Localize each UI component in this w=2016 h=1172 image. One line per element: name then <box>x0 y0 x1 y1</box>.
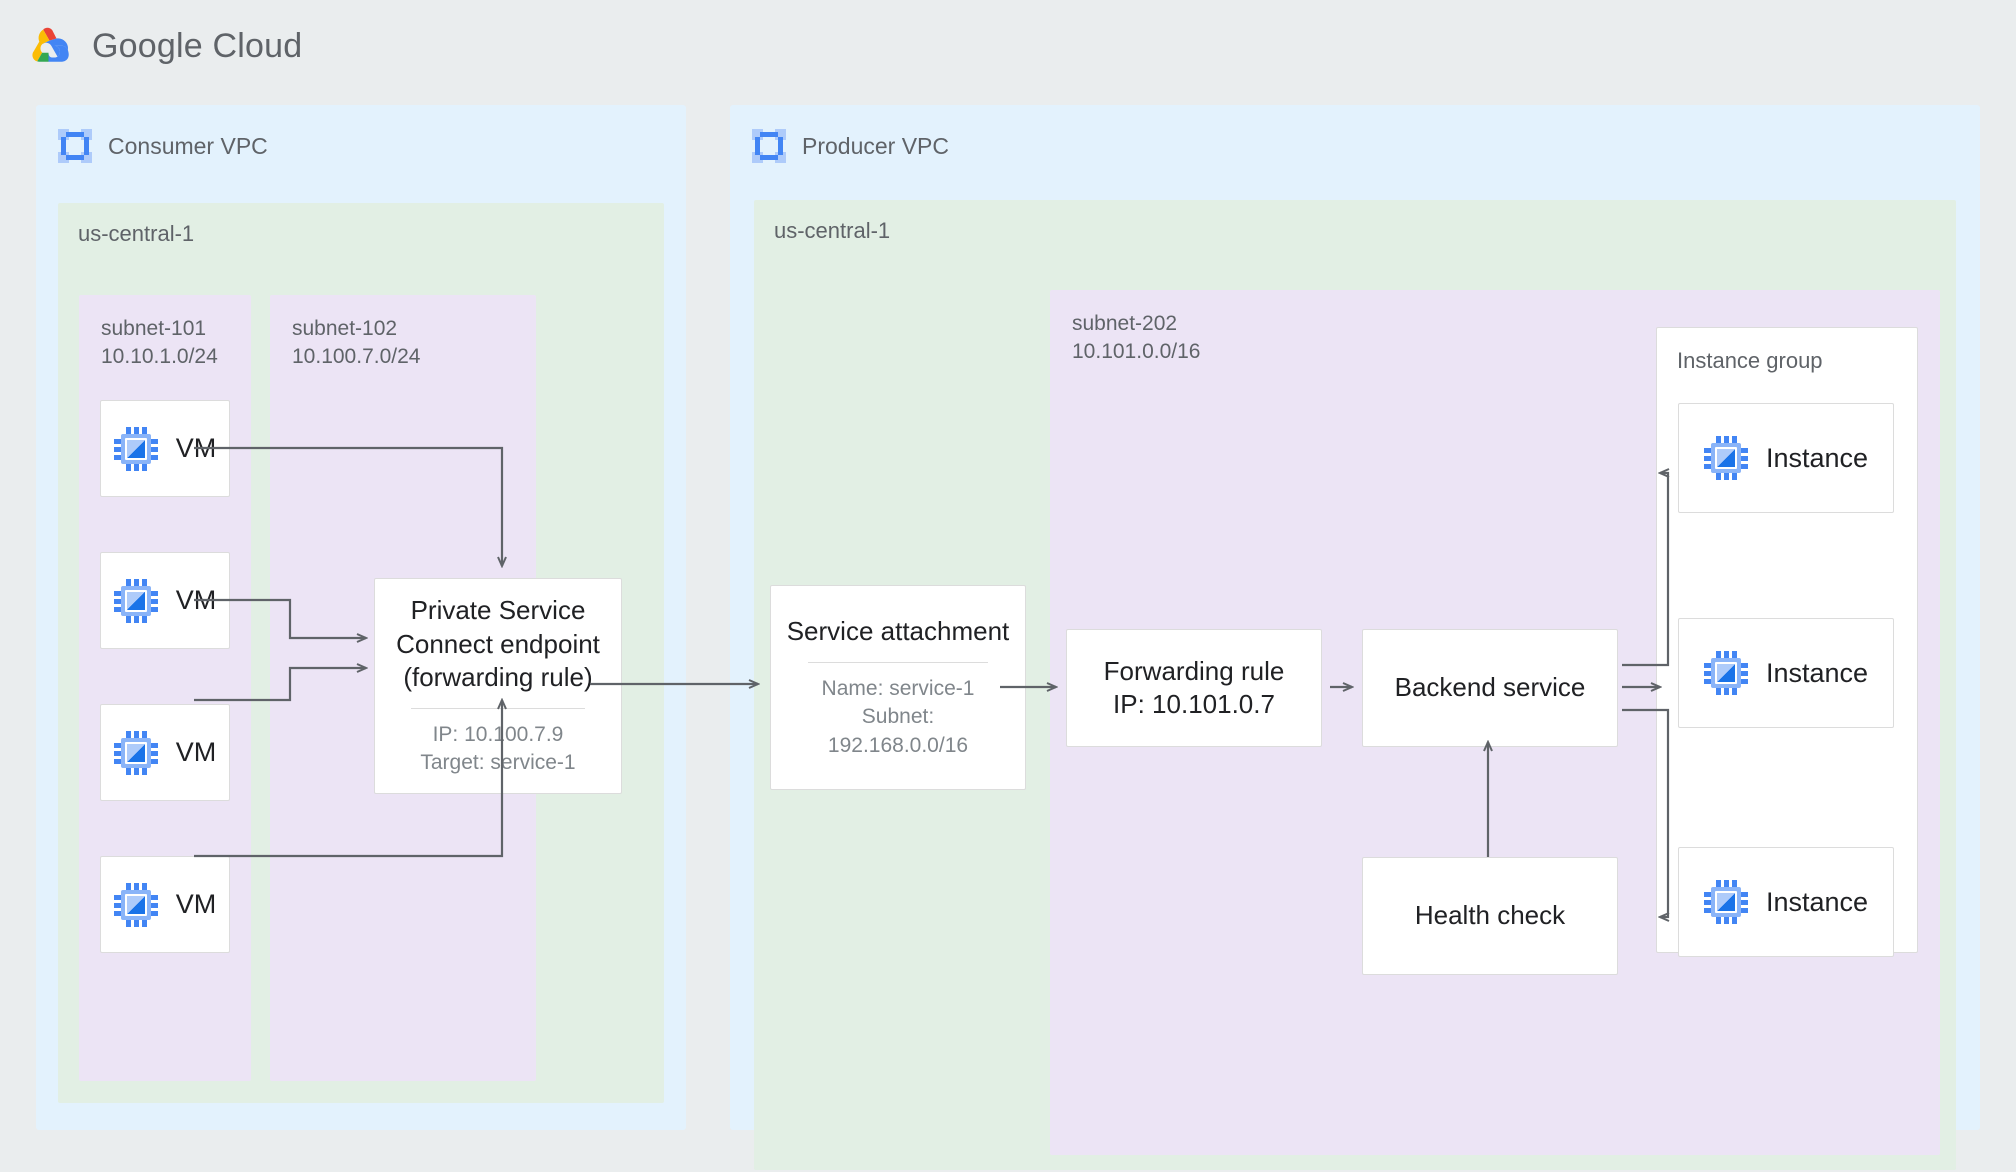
vm-node-2-label: VM <box>175 585 217 615</box>
health-check-title: Health check <box>1414 900 1566 931</box>
instance-node-2-label: Instance <box>1765 657 1869 688</box>
google-cloud-logo-icon <box>28 24 74 68</box>
brand-name: Google Cloud <box>92 26 303 65</box>
producer-vpc-header: Producer VPC <box>752 129 949 163</box>
instance-node-1-label: Instance <box>1765 442 1869 473</box>
instance-node-3-label: Instance <box>1765 886 1869 917</box>
health-check-node[interactable]: Health check <box>1362 857 1618 975</box>
subnet-202-label: subnet-202 10.101.0.0/16 <box>1072 312 1201 363</box>
psc-endpoint-title: Private Service Connect endpoint (forwar… <box>396 595 600 692</box>
backend-service-node[interactable]: Backend service <box>1362 629 1618 747</box>
vm-chip-icon <box>113 578 158 623</box>
forwarding-rule-node[interactable]: Forwarding rule IP: 10.101.0.7 <box>1066 629 1322 747</box>
psc-endpoint-details: IP: 10.100.7.9 Target: service-1 <box>420 723 576 775</box>
subnet-101-label: subnet-101 10.10.1.0/24 <box>101 317 218 368</box>
vm-node-1[interactable]: VM <box>100 400 230 497</box>
vm-node-4-label: VM <box>175 889 217 919</box>
backend-service-title: Backend service <box>1394 672 1586 703</box>
service-attachment-node[interactable]: Service attachment Name: service-1 Subne… <box>770 585 1026 790</box>
vm-chip-icon <box>113 882 158 927</box>
vpc-icon <box>58 129 92 163</box>
service-attachment-details: Name: service-1 Subnet: 192.168.0.0/16 <box>821 677 975 757</box>
consumer-vpc-container: Consumer VPC us-central-1 subnet-101 10.… <box>36 105 686 1130</box>
forwarding-rule-title: Forwarding rule IP: 10.101.0.7 <box>1103 655 1285 719</box>
consumer-vpc-header: Consumer VPC <box>58 129 268 163</box>
vm-node-3-label: VM <box>175 737 217 767</box>
service-attachment-title: Service attachment <box>786 615 1010 646</box>
producer-region-label: us-central-1 <box>774 218 891 243</box>
vm-chip-icon <box>1703 436 1748 480</box>
brand-header: Google Cloud <box>28 24 302 68</box>
instance-node-1[interactable]: Instance <box>1678 403 1894 513</box>
instance-node-3[interactable]: Instance <box>1678 847 1894 957</box>
vm-node-4[interactable]: VM <box>100 856 230 953</box>
instance-group-label: Instance group <box>1677 348 1823 373</box>
consumer-region-label: us-central-1 <box>78 221 195 246</box>
psc-endpoint-node[interactable]: Private Service Connect endpoint (forwar… <box>374 578 622 794</box>
service-attachment-divider <box>808 662 988 664</box>
subnet-102-label: subnet-102 10.100.7.0/24 <box>292 317 421 368</box>
vm-chip-icon <box>1703 651 1748 695</box>
vm-node-1-label: VM <box>175 433 217 463</box>
producer-vpc-title: Producer VPC <box>802 132 950 159</box>
vpc-icon <box>752 129 786 163</box>
psc-endpoint-divider <box>411 708 585 710</box>
producer-vpc-container: Producer VPC us-central-1 subnet-202 10.… <box>730 105 1980 1170</box>
consumer-vpc-title: Consumer VPC <box>108 132 268 159</box>
vm-chip-icon <box>113 730 158 775</box>
instance-node-2[interactable]: Instance <box>1678 618 1894 728</box>
vm-chip-icon <box>113 426 158 471</box>
vm-node-3[interactable]: VM <box>100 704 230 801</box>
vm-node-2[interactable]: VM <box>100 552 230 649</box>
vm-chip-icon <box>1703 880 1748 924</box>
